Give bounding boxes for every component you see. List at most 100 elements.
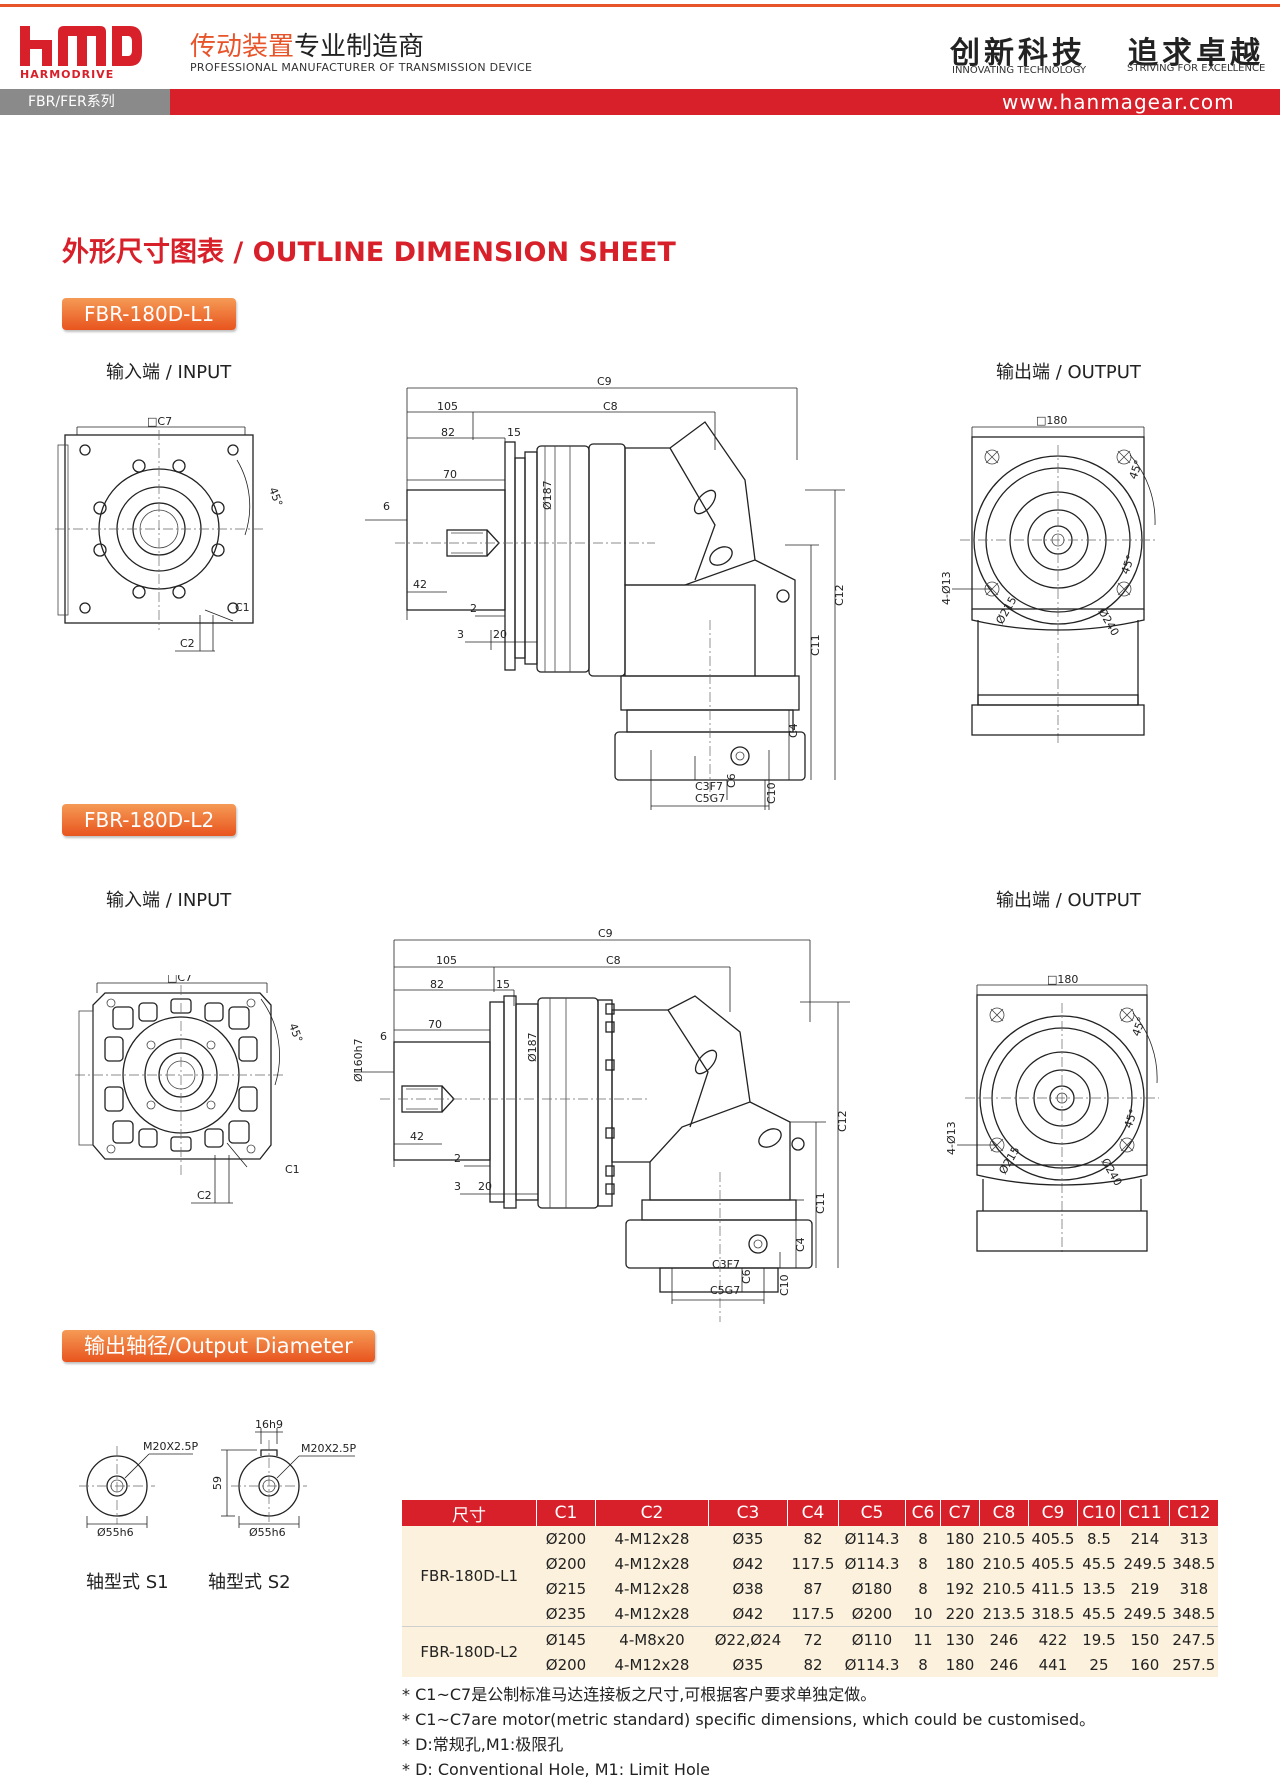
company-tagline: 传动装置专业制造商 (190, 32, 425, 62)
svg-text:4-Ø13: 4-Ø13 (940, 571, 953, 605)
svg-text:20: 20 (478, 1180, 492, 1193)
svg-text:6: 6 (380, 1030, 387, 1043)
table-cell-c9: 318.5 (1028, 1601, 1078, 1627)
note-en-1: * C1~C7are motor(metric standard) specif… (402, 1710, 1096, 1729)
table-cell-c3: Ø35 (708, 1652, 788, 1677)
header-c2: C2 (595, 1500, 709, 1526)
svg-text:Ø240: Ø240 (1095, 606, 1121, 638)
dimension-table: 尺寸 C1 C2 C3 C4 C5 C6 C7 C8 C9 C10 C11 C1… (402, 1500, 1219, 1677)
header-c12: C12 (1169, 1500, 1219, 1526)
svg-text:C9: C9 (597, 375, 612, 388)
note-cn-2: * D:常规孔,M1:极限孔 (402, 1735, 564, 1754)
svg-text:C11: C11 (809, 634, 822, 656)
table-cell-c7: 130 (940, 1626, 980, 1652)
table-cell-c7: 180 (940, 1526, 980, 1551)
header-size: 尺寸 (402, 1500, 537, 1526)
page-title: 外形尺寸图表 / OUTLINE DIMENSION SHEET (62, 237, 676, 268)
svg-text:2: 2 (470, 602, 477, 615)
side-view-drawing-l1: C9 105 C8 82 15 6 70 Ø160h7 42 2 3 20 Ø1… (365, 375, 846, 810)
header-c11: C11 (1120, 1500, 1170, 1526)
svg-text:□180: □180 (1047, 975, 1078, 986)
table-cell-c12: 348.5 (1169, 1551, 1219, 1576)
slogan-excellence-en: STRIVING FOR EXCELLENCE (1127, 63, 1266, 74)
table-cell-c10: 19.5 (1077, 1626, 1121, 1652)
svg-text:C4: C4 (787, 723, 800, 738)
header-top-line (0, 4, 1280, 7)
svg-text:Ø187: Ø187 (526, 1032, 539, 1062)
svg-text:C8: C8 (606, 954, 621, 967)
svg-text:C12: C12 (836, 1110, 849, 1132)
header-c3: C3 (708, 1500, 788, 1526)
svg-text:C9: C9 (598, 927, 613, 940)
shaft-s1-label: 轴型式 S1 (86, 1572, 169, 1593)
table-cell-c7: 180 (940, 1551, 980, 1576)
slogan-innovating: 创新科技 (950, 36, 1086, 71)
svg-text:C6: C6 (740, 1269, 753, 1284)
svg-text:C1: C1 (285, 1163, 300, 1176)
table-cell-c12: 247.5 (1169, 1626, 1219, 1652)
table-cell-c11: 150 (1120, 1626, 1170, 1652)
svg-text:45°: 45° (286, 1022, 305, 1045)
svg-text:M20X2.5P: M20X2.5P (301, 1442, 357, 1455)
svg-text:70: 70 (428, 1018, 442, 1031)
table-cell-c6: 8 (905, 1526, 941, 1551)
table-cell-c3: Ø38 (708, 1576, 788, 1601)
table-cell-c6: 10 (905, 1601, 941, 1627)
svg-text:C8: C8 (603, 400, 618, 413)
table-cell-c9: 441 (1028, 1652, 1078, 1677)
svg-text:C5G7: C5G7 (710, 1284, 740, 1297)
table-cell-c3: Ø22,Ø24 (708, 1626, 788, 1652)
svg-text:82: 82 (430, 978, 444, 991)
table-cell-c11: 249.5 (1120, 1551, 1170, 1576)
table-header-row: 尺寸 C1 C2 C3 C4 C5 C6 C7 C8 C9 C10 C11 C1… (402, 1500, 1219, 1526)
header-c4: C4 (787, 1500, 839, 1526)
table-cell-c1: Ø145 (536, 1626, 596, 1652)
header-c10: C10 (1077, 1500, 1121, 1526)
table-cell-c8: 246 (979, 1626, 1029, 1652)
svg-text:C1: C1 (235, 601, 250, 614)
model-badge-l1: FBR-180D-L1 (62, 298, 237, 330)
svg-text:Ø215: Ø215 (993, 594, 1019, 626)
svg-text:C10: C10 (778, 1274, 791, 1296)
header-red-bar (0, 89, 1280, 115)
table-cell-c8: 210.5 (979, 1551, 1029, 1576)
slogan-excellence: 追求卓越 (1128, 36, 1264, 71)
website-link[interactable]: www.hanmagear.com (1002, 90, 1235, 114)
table-cell-c12: 257.5 (1169, 1652, 1219, 1677)
svg-text:C2: C2 (197, 1189, 212, 1202)
svg-text:Ø55h6: Ø55h6 (97, 1526, 134, 1539)
model-cell: FBR-180D-L2 (402, 1626, 537, 1677)
table-cell-c7: 180 (940, 1652, 980, 1677)
svg-text:45°: 45° (1119, 553, 1138, 576)
table-cell-c1: Ø200 (536, 1526, 596, 1551)
svg-text:C2: C2 (180, 637, 195, 650)
notes: * C1~C7是公制标准马达连接板之尺寸,可根据客户要求单独定做。 * C1~C… (402, 1682, 1095, 1782)
svg-text:□C7: □C7 (167, 975, 192, 984)
svg-text:Ø160h7: Ø160h7 (352, 1038, 365, 1082)
svg-text:□180: □180 (1036, 415, 1067, 427)
table-cell-c9: 405.5 (1028, 1526, 1078, 1551)
svg-text:105: 105 (437, 400, 458, 413)
svg-text:70: 70 (443, 468, 457, 481)
table-cell-c3: Ø42 (708, 1601, 788, 1627)
svg-text:4-Ø13: 4-Ø13 (945, 1121, 958, 1155)
table-cell-c1: Ø200 (536, 1551, 596, 1576)
table-cell-c2: 4-M12x28 (595, 1576, 709, 1601)
svg-text:M20X2.5P: M20X2.5P (143, 1440, 199, 1453)
company-subtitle: PROFESSIONAL MANUFACTURER OF TRANSMISSIO… (190, 61, 533, 74)
table-cell-c6: 8 (905, 1551, 941, 1576)
note-cn-1: * C1~C7是公制标准马达连接板之尺寸,可根据客户要求单独定做。 (402, 1685, 877, 1704)
svg-text:C4: C4 (794, 1237, 807, 1252)
table-cell-c2: 4-M12x28 (595, 1652, 709, 1677)
svg-text:42: 42 (413, 578, 427, 591)
table-cell-c4: 117.5 (787, 1601, 839, 1627)
table-cell-c2: 4-M12x28 (595, 1526, 709, 1551)
side-view-drawing-l2: C9 105 C8 82 15 6 70 Ø160h7 42 2 3 20 Ø1… (352, 927, 850, 1322)
table-cell-c10: 45.5 (1077, 1551, 1121, 1576)
svg-text:16h9: 16h9 (255, 1420, 283, 1431)
